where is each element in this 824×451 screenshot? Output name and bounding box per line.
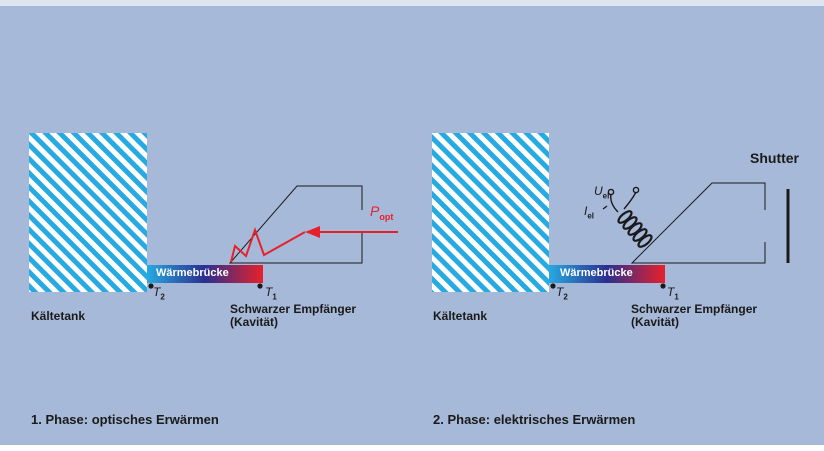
cavity-outline-1 [228,185,363,264]
cold-tank-1 [29,133,147,292]
t1-point-1 [257,283,263,289]
t2-label-1: T2 [153,285,165,302]
t1-label-1: T1 [265,285,277,302]
t2-point-1 [148,283,154,289]
heat-bridge-label-2: Wärmebrücke [560,267,633,279]
receiver-label-1: Schwarzer Empfänger(Kavität) [230,302,357,329]
cold-tank-2 [432,133,549,292]
heat-bridge-2 [549,265,665,283]
heat-bridge-label-1: Wärmebrücke [156,267,229,279]
heater-coil [617,210,653,248]
laser-reflection [230,226,306,263]
t1-label-2: T1 [667,285,679,302]
t1-point-2 [660,283,666,289]
t2-label-2: T2 [556,285,568,302]
coil-leads [602,186,640,213]
cold-tank-label-2: Kältetank [433,309,488,323]
t2-point-2 [550,283,556,289]
cold-tank-label-1: Kältetank [31,309,86,323]
popt-label: Popt [370,203,394,222]
receiver-label-2: Schwarzer Empfänger(Kavität) [631,302,758,329]
phase1-caption: 1. Phase: optisches Erwärmen [31,412,219,427]
cavity-outline-2 [630,182,766,264]
shutter-label: Shutter [750,150,799,166]
heat-bridge-1 [147,265,263,283]
laser-arrowhead [305,226,320,238]
diagram-canvas [29,133,790,292]
phase2-caption: 2. Phase: elektrisches Erwärmen [433,412,636,427]
u-el-label: Uel [594,184,610,201]
i-el-label: Iel [584,204,595,221]
